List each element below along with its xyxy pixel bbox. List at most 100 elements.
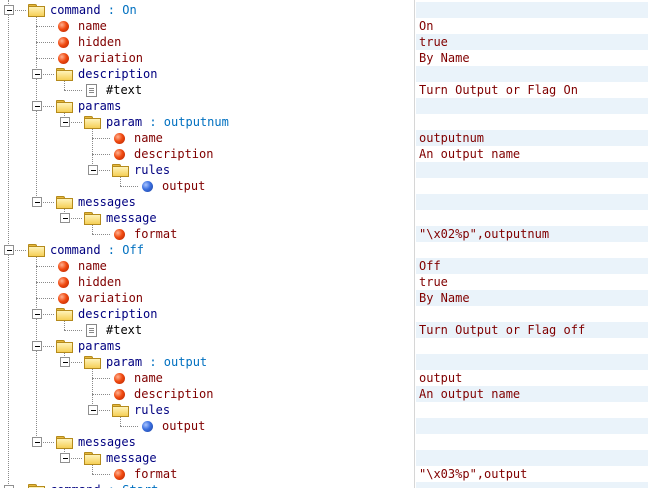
folder-body	[56, 198, 73, 209]
tree-row[interactable]: command : On	[0, 2, 648, 18]
node-label[interactable]: #text	[106, 323, 142, 337]
tree-row[interactable]: description	[0, 306, 648, 322]
tree-row[interactable]: command : Off	[0, 242, 648, 258]
node-label[interactable]: param : output	[106, 355, 207, 369]
node-label[interactable]: variation	[78, 291, 143, 305]
node-label[interactable]: output	[162, 419, 205, 433]
tree-row[interactable]: description An output name	[0, 146, 648, 162]
tree-row[interactable]: description An output name	[0, 386, 648, 402]
node-label[interactable]: params	[78, 339, 121, 353]
node-label[interactable]: param : outputnum	[106, 115, 229, 129]
tree-row[interactable]: output	[0, 418, 648, 434]
node-label[interactable]: messages	[78, 435, 136, 449]
node-label[interactable]: message	[106, 211, 157, 225]
attribute-red-ball-icon	[114, 469, 125, 480]
tree-row[interactable]: name Off	[0, 258, 648, 274]
tree-row[interactable]: format "\x02%p",outputnum	[0, 226, 648, 242]
node-value[interactable]: By Name	[419, 291, 470, 305]
node-label[interactable]: message	[106, 451, 157, 465]
collapse-toggle-icon[interactable]	[60, 213, 70, 223]
tree-row[interactable]: param : outputnum	[0, 114, 648, 130]
collapse-toggle-icon[interactable]	[32, 341, 42, 351]
node-label[interactable]: format	[134, 467, 177, 481]
node-value[interactable]: true	[419, 35, 448, 49]
node-value[interactable]: Turn Output or Flag off	[419, 323, 586, 337]
node-value[interactable]: Off	[419, 259, 441, 273]
collapse-toggle-icon[interactable]	[60, 357, 70, 367]
folder-body	[28, 486, 45, 488]
node-label[interactable]: description	[134, 387, 213, 401]
collapse-toggle-icon[interactable]	[88, 165, 98, 175]
tree-row[interactable]: description	[0, 66, 648, 82]
node-label[interactable]: name	[134, 371, 163, 385]
node-label[interactable]: rules	[134, 163, 170, 177]
node-value[interactable]: By Name	[419, 51, 470, 65]
node-value[interactable]: true	[419, 275, 448, 289]
attribute-red-ball-icon	[58, 21, 69, 32]
collapse-toggle-icon[interactable]	[60, 117, 70, 127]
node-label[interactable]: name	[134, 131, 163, 145]
collapse-toggle-icon[interactable]	[32, 309, 42, 319]
node-value[interactable]: An output name	[419, 147, 521, 161]
tree-row[interactable]: message	[0, 210, 648, 226]
collapse-toggle-icon[interactable]	[60, 453, 70, 463]
node-label[interactable]: command : Off	[50, 243, 144, 257]
collapse-toggle-icon[interactable]	[32, 101, 42, 111]
node-label[interactable]: hidden	[78, 275, 121, 289]
folder-body	[56, 102, 73, 113]
tree-row[interactable]: messages	[0, 194, 648, 210]
collapse-toggle-icon[interactable]	[4, 5, 14, 15]
node-label[interactable]: command : On	[50, 3, 137, 17]
node-label[interactable]: variation	[78, 51, 143, 65]
collapse-toggle-icon[interactable]	[32, 197, 42, 207]
tree-row[interactable]: param : output	[0, 354, 648, 370]
node-value[interactable]: "\x03%p",output	[419, 467, 528, 481]
node-value[interactable]: Turn Output or Flag On	[419, 83, 578, 97]
node-value[interactable]: On	[419, 19, 434, 33]
node-value[interactable]: outputnum	[419, 131, 485, 145]
node-name: params	[78, 99, 122, 113]
collapse-toggle-icon[interactable]	[32, 69, 42, 79]
tree-row[interactable]: rules	[0, 402, 648, 418]
node-label[interactable]: description	[134, 147, 213, 161]
tree-row[interactable]: output	[0, 178, 648, 194]
tree-row[interactable]: command : Start	[0, 482, 648, 488]
node-value[interactable]: output	[419, 371, 463, 385]
node-label[interactable]: output	[162, 179, 205, 193]
tree-row[interactable]: name output	[0, 370, 648, 386]
node-label[interactable]: name	[78, 259, 107, 273]
node-label[interactable]: command : Start	[50, 483, 158, 488]
node-label[interactable]: messages	[78, 195, 136, 209]
node-label[interactable]: params	[78, 99, 121, 113]
node-label[interactable]: format	[134, 227, 177, 241]
tree-row[interactable]: name outputnum	[0, 130, 648, 146]
node-label[interactable]: #text	[106, 83, 142, 97]
node-label[interactable]: rules	[134, 403, 170, 417]
tree-row[interactable]: variation By Name	[0, 50, 648, 66]
tree-row[interactable]: #text Turn Output or Flag off	[0, 322, 648, 338]
tree-row[interactable]: format "\x03%p",output	[0, 466, 648, 482]
value-cell-background	[416, 274, 648, 290]
tree-row[interactable]: hidden true	[0, 274, 648, 290]
tree-row[interactable]: hidden true	[0, 34, 648, 50]
collapse-toggle-icon[interactable]	[4, 485, 14, 488]
tree-row[interactable]: message	[0, 450, 648, 466]
attribute-red-ball-icon	[114, 373, 125, 384]
tree-row[interactable]: params	[0, 338, 648, 354]
node-label[interactable]: name	[78, 19, 107, 33]
tree-row[interactable]: params	[0, 98, 648, 114]
node-label[interactable]: description	[78, 67, 157, 81]
tree-row[interactable]: messages	[0, 434, 648, 450]
collapse-toggle-icon[interactable]	[88, 405, 98, 415]
tree-row[interactable]: name On	[0, 18, 648, 34]
tree-row[interactable]: #text Turn Output or Flag On	[0, 82, 648, 98]
tree-row[interactable]: rules	[0, 162, 648, 178]
node-value[interactable]: An output name	[419, 387, 521, 401]
collapse-toggle-icon[interactable]	[4, 245, 14, 255]
node-label[interactable]: description	[78, 307, 157, 321]
collapse-toggle-icon[interactable]	[32, 437, 42, 447]
column-divider[interactable]	[414, 0, 415, 488]
node-label[interactable]: hidden	[78, 35, 121, 49]
node-value[interactable]: "\x02%p",outputnum	[419, 227, 550, 241]
tree-row[interactable]: variation By Name	[0, 290, 648, 306]
